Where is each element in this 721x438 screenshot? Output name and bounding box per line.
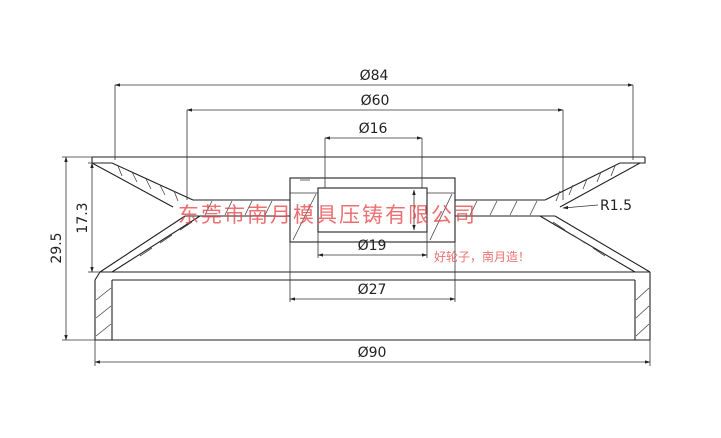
label-d27: Ø27: [358, 282, 387, 298]
right-flange-tip: [620, 157, 646, 164]
label-d60: Ø60: [361, 93, 390, 109]
watermark-company: 东莞市南月模具压铸有限公司: [178, 203, 477, 227]
dimension-labels: Ø84 Ø60 Ø16 Ø19 Ø27 Ø90 29.5 17.3 R1.5: [49, 68, 632, 361]
left-cone-outer: [99, 215, 186, 273]
left-flange-tip: [91, 157, 112, 164]
left-web-lower: [91, 162, 174, 208]
hub-body: [289, 177, 456, 243]
label-d16: Ø16: [359, 121, 388, 137]
leader-r1-5: [562, 204, 599, 210]
left-web-upper: [111, 162, 194, 201]
label-d19: Ø19: [358, 238, 387, 254]
label-r1-5: R1.5: [600, 198, 632, 214]
left-cone-inner: [111, 215, 201, 273]
label-h17-3: 17.3: [75, 202, 91, 233]
section-hatching: [95, 165, 650, 337]
label-d84: Ø84: [360, 68, 389, 84]
watermark-slogan: 好轮子，南月造！: [434, 249, 530, 264]
right-cone-outer: [554, 215, 651, 273]
right-cone-inner: [539, 215, 636, 273]
right-web-lower: [559, 162, 641, 208]
dimension-lines: [62, 83, 651, 366]
right-web-upper: [544, 162, 621, 201]
part-outline: [91, 156, 651, 341]
label-h29-5: 29.5: [49, 232, 65, 263]
label-d90: Ø90: [358, 345, 387, 361]
watermark: 东莞市南月模具压铸有限公司 好轮子，南月造！: [178, 203, 530, 264]
hub-bore: [317, 187, 428, 233]
